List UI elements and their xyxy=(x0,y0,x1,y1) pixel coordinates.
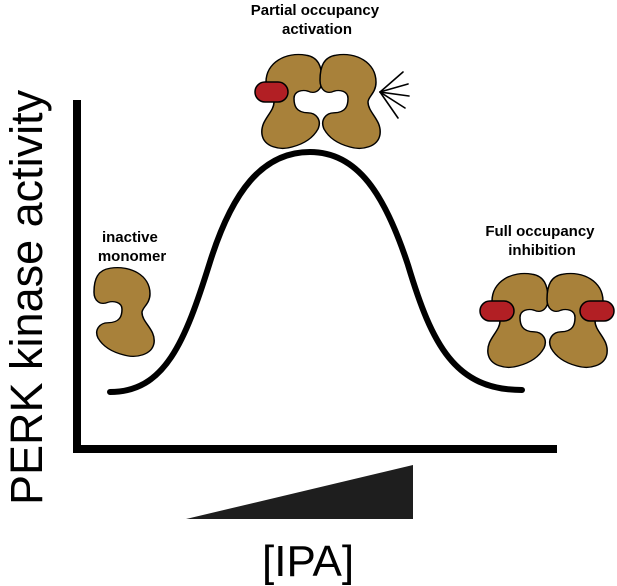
x-axis-label: [IPA] xyxy=(262,537,354,586)
active-site-burst-icon xyxy=(379,71,410,119)
concentration-wedge xyxy=(186,465,413,519)
inactive-monomer-label: inactive monomer xyxy=(98,229,167,265)
inactive-monomer-icon xyxy=(93,266,155,357)
inactive-label-line1: inactive xyxy=(102,229,158,246)
inactive-label-line2: monomer xyxy=(98,248,167,265)
activity-curve xyxy=(107,148,525,395)
partial-occupancy-dimer-icon xyxy=(254,53,410,150)
bound-inhibitor-left xyxy=(254,81,289,103)
partial-label-line2: activation xyxy=(282,21,352,38)
partial-occupancy-label: Partial occupancy activation xyxy=(251,2,384,38)
full-label-line2: inhibition xyxy=(508,242,575,259)
bound-inhibitor-left xyxy=(479,300,515,322)
partial-label-line1: Partial occupancy xyxy=(251,2,380,19)
dimer-right-subunit xyxy=(319,53,381,150)
full-occupancy-label: Full occupancy inhibition xyxy=(485,223,598,259)
full-occupancy-dimer-icon xyxy=(479,272,615,369)
axes xyxy=(73,100,557,453)
monomer-subunit xyxy=(93,266,155,357)
full-label-line1: Full occupancy xyxy=(485,223,595,240)
bound-inhibitor-right xyxy=(579,300,615,322)
y-axis-label: PERK kinase activity xyxy=(1,89,52,505)
